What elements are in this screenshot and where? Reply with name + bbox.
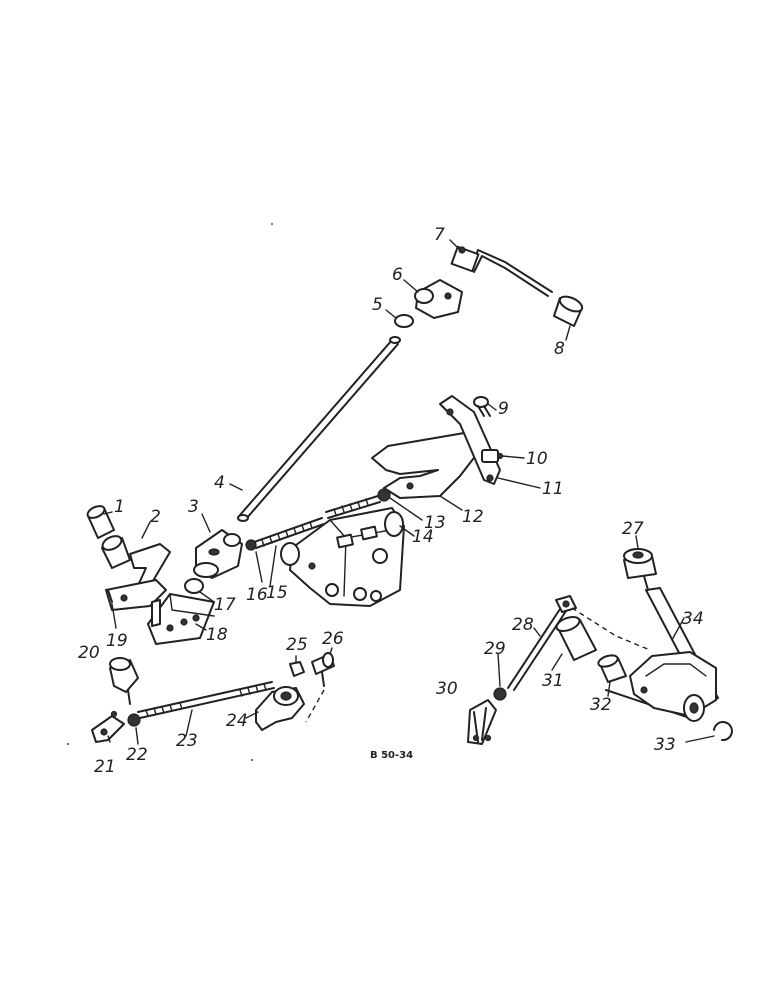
callout-21: 21 [94, 757, 116, 777]
callout-15: 15 [266, 583, 288, 603]
callout-31: 31 [542, 671, 564, 691]
callout-10: 10 [526, 449, 548, 469]
callout-20: 20 [78, 643, 100, 663]
speck [67, 743, 69, 745]
handle-grip-part [553, 295, 584, 327]
speck [271, 223, 273, 225]
snap-ring-part [713, 721, 733, 742]
diagram-reference-code: B 50-34 [370, 750, 413, 761]
callout-26: 26 [322, 629, 344, 649]
callout-14: 14 [412, 527, 434, 547]
callout-11: 11 [542, 479, 564, 499]
spring-stud-part [253, 495, 381, 549]
callout-12: 12 [462, 507, 484, 527]
callout-24: 24 [226, 711, 248, 731]
callout-labels: 1 2 3 4 5 6 7 8 9 10 11 12 13 14 15 16 1… [78, 225, 704, 777]
callout-17: 17 [214, 595, 236, 615]
coupling-part [193, 529, 243, 579]
clevis-30-part [467, 699, 497, 745]
callout-5: 5 [372, 295, 383, 315]
bolt-part [473, 396, 491, 417]
bolt-26-part [305, 652, 335, 723]
link-rod-part [507, 595, 651, 691]
leader-lines [103, 239, 715, 745]
knob-lever-part [101, 535, 171, 591]
long-rod-part [237, 336, 401, 522]
sleeve-part [555, 616, 597, 661]
callout-25: 25 [286, 635, 308, 655]
callout-23: 23 [176, 731, 198, 751]
callout-32: 32 [590, 695, 612, 715]
callout-8: 8 [554, 339, 565, 359]
callout-18: 18 [206, 625, 228, 645]
callout-3: 3 [188, 497, 199, 517]
pedal-arm-part [629, 587, 719, 722]
nut-29-part [493, 687, 507, 701]
callout-16: 16 [246, 585, 268, 605]
callout-27: 27 [622, 519, 644, 539]
small-nut-part [245, 539, 257, 551]
callout-19: 19 [106, 631, 128, 651]
cap-part [86, 505, 115, 539]
callout-7: 7 [434, 225, 445, 245]
nut-22-part [127, 713, 141, 727]
callout-22: 22 [126, 745, 148, 765]
clevis-end-part [91, 710, 125, 743]
threaded-rod-part [137, 681, 275, 719]
o-ring-part [184, 578, 204, 594]
mounting-block-part [147, 593, 215, 645]
callout-29: 29 [484, 639, 506, 659]
clip-part [394, 314, 414, 328]
callout-13: 13 [424, 513, 446, 533]
callout-6: 6 [392, 265, 403, 285]
callout-30: 30 [436, 679, 458, 699]
callout-28: 28 [512, 615, 534, 635]
knob-27-part [623, 548, 657, 591]
callout-2: 2 [150, 507, 161, 527]
pin-part [481, 449, 504, 463]
callout-4: 4 [214, 473, 225, 493]
speck [251, 759, 253, 761]
nut-25-part [289, 661, 305, 677]
lever-body-part [255, 686, 305, 731]
callout-34: 34 [682, 609, 704, 629]
callout-1: 1 [114, 497, 125, 517]
knob-20-part [109, 657, 139, 705]
callout-9: 9 [498, 399, 509, 419]
clevis-part [414, 279, 463, 319]
nut-part [377, 488, 391, 502]
control-valve-body-part [280, 507, 405, 607]
handle-lever-part [450, 245, 553, 297]
callout-33: 33 [654, 735, 676, 755]
